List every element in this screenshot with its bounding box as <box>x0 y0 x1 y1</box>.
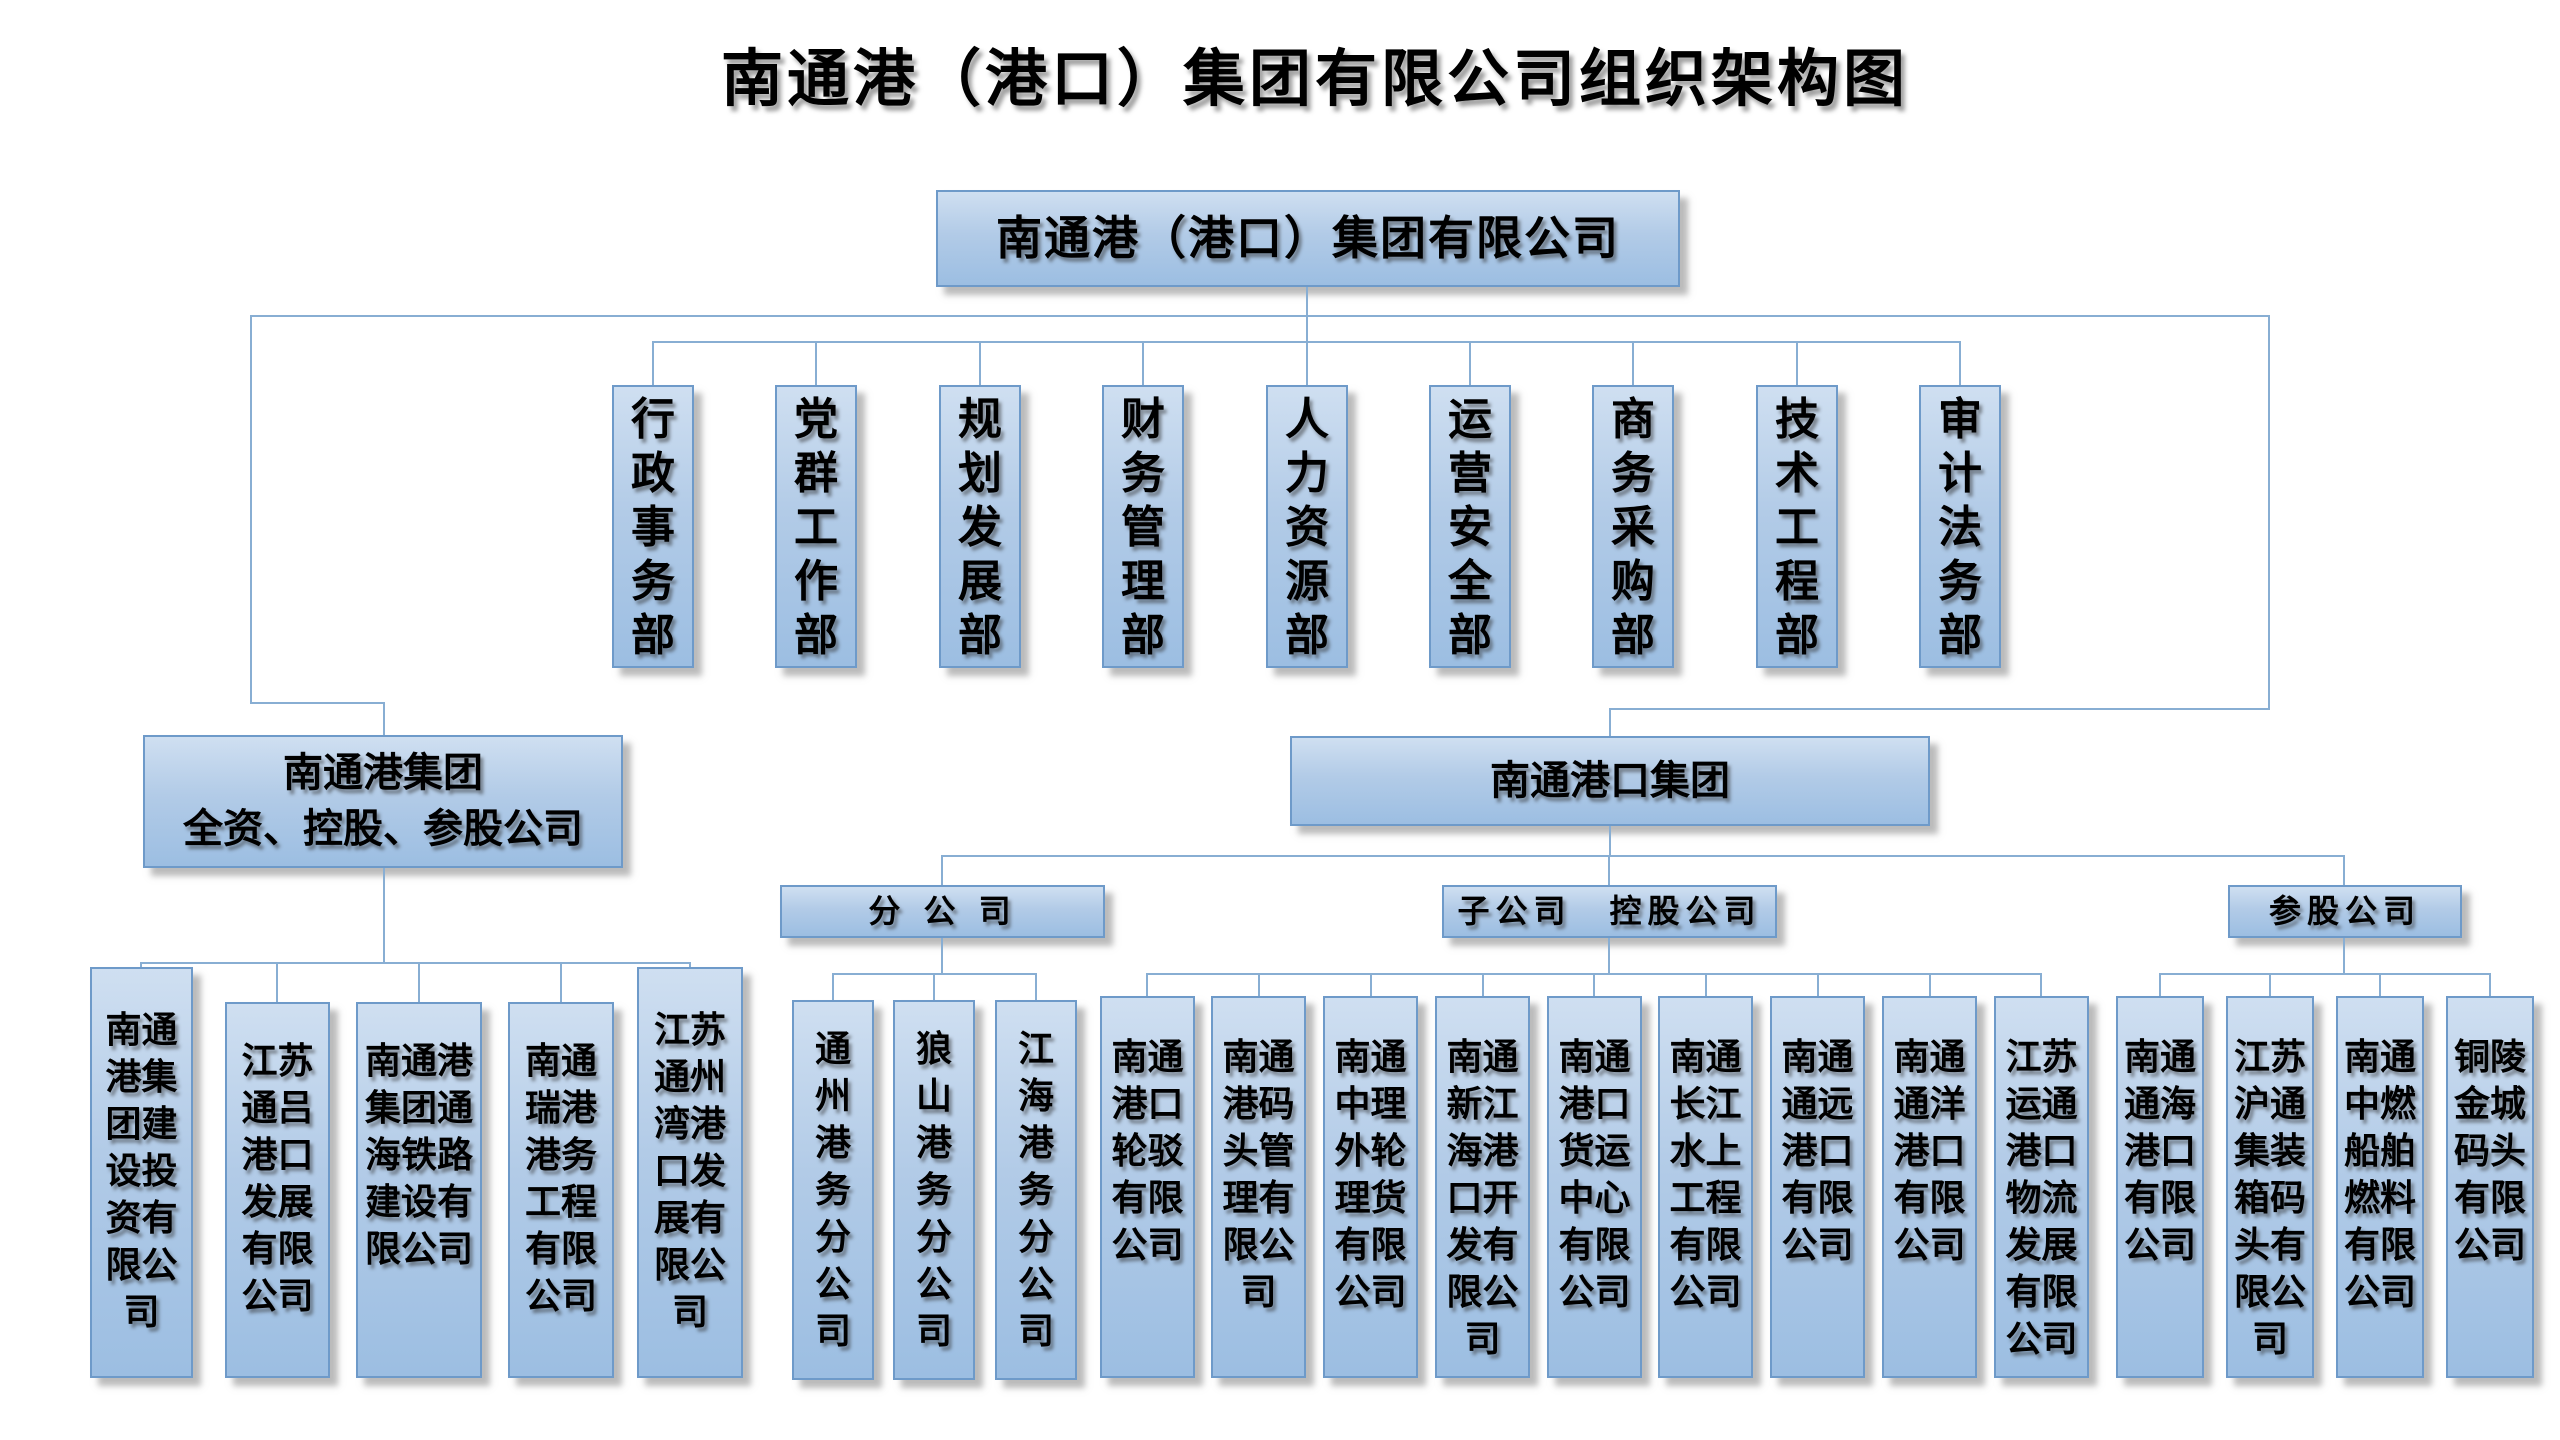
page-title: 南通港（港口）集团有限公司组织架构图 <box>720 42 1909 115</box>
connector-right-vertical <box>2268 315 2270 710</box>
connector-category-stem-3 <box>2343 855 2345 885</box>
connector-dept-stem-4 <box>1142 341 1144 386</box>
left-company-2: 江苏 通吕 港口 发展 有限 公司 <box>225 1002 330 1378</box>
connector-subsidiary-stem-7 <box>1817 973 1819 996</box>
connector-subsidiary-down <box>1608 938 1610 974</box>
connector-right-group-stem <box>1609 708 1611 740</box>
branch-company-1: 通 州 港 务 分 公 司 <box>792 1000 874 1380</box>
dept-box-3: 规 划 发 展 部 <box>939 385 1021 668</box>
subsidiary-company-5: 南通 港口 货运 中心 有限 公司 <box>1547 996 1642 1378</box>
connector-dept-stem-1 <box>652 341 654 386</box>
right-group-box: 南通港口集团 <box>1290 736 1930 826</box>
connector-left-vertical <box>250 315 252 704</box>
subsidiary-company-7: 南通 通远 港口 有限 公司 <box>1770 996 1865 1378</box>
subsidiary-company-1: 南通 港口 轮驳 有限 公司 <box>1100 996 1195 1378</box>
left-group-line2: 全资、控股、参股公司 <box>183 806 583 852</box>
connector-left-child-stem-1 <box>140 962 142 968</box>
left-company-3: 南通港 集团通 海铁路 建设有 限公司 <box>356 1002 482 1378</box>
left-company-5: 江苏 通州 湾港 口发 展有 限公 司 <box>637 967 743 1378</box>
dept-box-5: 人 力 资 源 部 <box>1266 385 1348 668</box>
root-box: 南通港（港口）集团有限公司 <box>936 190 1680 287</box>
connector-dept-stem-9 <box>1959 341 1961 386</box>
connector-subsidiary-stem-5 <box>1593 973 1595 996</box>
connector-category-rail <box>941 855 2345 857</box>
dept-box-2: 党 群 工 作 部 <box>775 385 857 668</box>
connector-dept-stem-5 <box>1306 341 1308 386</box>
left-company-1: 南通 港集 团建 设投 资有 限公 司 <box>90 967 193 1378</box>
connector-left-group-stem <box>383 702 385 737</box>
connector-dept-stem-6 <box>1469 341 1471 386</box>
branch-company-2: 狼 山 港 务 分 公 司 <box>893 1000 975 1380</box>
connector-left-child-stem-3 <box>418 962 420 1003</box>
connector-dept-stem-2 <box>815 341 817 386</box>
connector-affiliate-stem-4 <box>2489 973 2491 996</box>
connector-dept-stem-3 <box>979 341 981 386</box>
subsidiary-company-4: 南通 新江 海港 口开 发有 限公 司 <box>1435 996 1530 1378</box>
connector-left-child-stem-4 <box>560 962 562 1003</box>
connector-left-child-stem-2 <box>276 962 278 1003</box>
connector-affiliate-down <box>2343 938 2345 974</box>
connector-subsidiary-stem-4 <box>1482 973 1484 996</box>
connector-affiliate-stem-3 <box>2379 973 2381 996</box>
connector-subsidiary-stem-1 <box>1146 973 1148 996</box>
connector-affiliate-rail <box>2159 973 2491 975</box>
connector-subsidiary-stem-8 <box>1929 973 1931 996</box>
affiliate-company-3: 南通 中燃 船舶 燃料 有限 公司 <box>2336 996 2424 1378</box>
branch-company-3: 江 海 港 务 分 公 司 <box>995 1000 1077 1380</box>
dept-box-1: 行 政 事 务 部 <box>612 385 694 668</box>
left-company-4: 南通 瑞港 港务 工程 有限 公司 <box>508 1002 614 1378</box>
connector-right-group-down <box>1609 826 1611 856</box>
affiliate-company-1: 南通 通海 港口 有限 公司 <box>2116 996 2204 1378</box>
connector-subsidiary-stem-2 <box>1258 973 1260 996</box>
affiliate-company-2: 江苏 沪通 集装 箱码 头有 限公 司 <box>2226 996 2314 1378</box>
subsidiary-company-8: 南通 通洋 港口 有限 公司 <box>1882 996 1977 1378</box>
subsidiary-company-2: 南通 港码 头管 理有 限公 司 <box>1211 996 1306 1378</box>
connector-rail-outer <box>250 315 2270 317</box>
connector-root-stem <box>1306 287 1308 342</box>
connector-category-stem-1 <box>941 855 943 885</box>
subsidiary-company-3: 南通 中理 外轮 理货 有限 公司 <box>1323 996 1418 1378</box>
subsidiary-company-6: 南通 长江 水上 工程 有限 公司 <box>1658 996 1753 1378</box>
connector-left-horizontal <box>250 702 384 704</box>
left-group-line1: 南通港集团 <box>283 750 483 796</box>
connector-left-child-stem-5 <box>689 962 691 968</box>
connector-subsidiary-stem-3 <box>1370 973 1372 996</box>
connector-subsidiary-stem-9 <box>2040 973 2042 996</box>
dept-box-6: 运 营 安 全 部 <box>1429 385 1511 668</box>
dept-box-9: 审 计 法 务 部 <box>1919 385 2001 668</box>
connector-affiliate-stem-2 <box>2269 973 2271 996</box>
connector-category-stem-2 <box>1608 855 1610 885</box>
category-box-affiliates: 参股公司 <box>2228 885 2462 938</box>
subsidiary-company-9: 江苏 运通 港口 物流 发展 有限 公司 <box>1994 996 2089 1378</box>
dept-box-7: 商 务 采 购 部 <box>1592 385 1674 668</box>
affiliate-company-4: 铜陵 金城 码头 有限 公司 <box>2446 996 2534 1378</box>
category-box-branches: 分 公 司 <box>780 885 1105 938</box>
connector-right-horizontal <box>1609 708 2270 710</box>
connector-affiliate-stem-1 <box>2159 973 2161 996</box>
category-box-subsidiaries: 子公司 控股公司 <box>1442 885 1777 938</box>
connector-left-children-rail <box>140 962 691 964</box>
connector-branch-stem-1 <box>832 973 834 1000</box>
dept-box-4: 财 务 管 理 部 <box>1102 385 1184 668</box>
left-group-box: 南通港集团 全资、控股、参股公司 <box>143 735 623 868</box>
connector-subsidiary-stem-6 <box>1705 973 1707 996</box>
connector-branch-stem-3 <box>1035 973 1037 1000</box>
dept-box-8: 技 术 工 程 部 <box>1756 385 1838 668</box>
connector-left-group-down <box>383 868 385 963</box>
connector-branch-down <box>941 938 943 974</box>
connector-dept-stem-8 <box>1796 341 1798 386</box>
connector-dept-stem-7 <box>1632 341 1634 386</box>
connector-branch-stem-2 <box>933 973 935 1000</box>
